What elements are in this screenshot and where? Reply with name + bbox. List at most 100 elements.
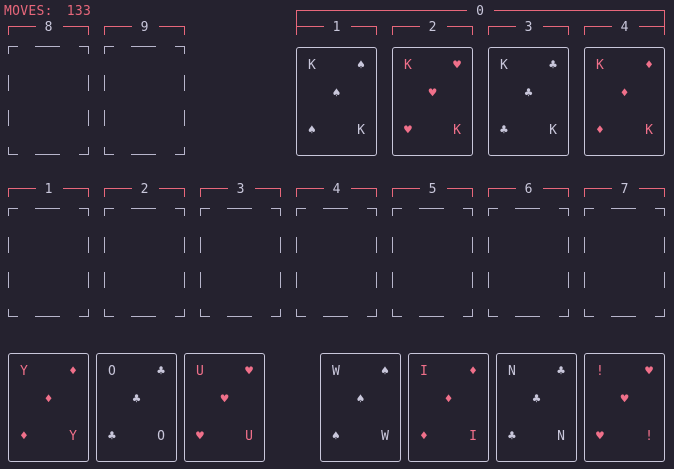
- card-rank-top: K: [308, 58, 316, 73]
- card-rank-top: Y: [20, 364, 28, 379]
- header-line-right: [350, 188, 377, 197]
- moves-counter: MOVES: 133: [4, 4, 91, 19]
- free-slot-header-9: 9: [104, 20, 185, 36]
- header-line-right: [494, 10, 665, 27]
- card-suit-bottom: ♣: [108, 429, 116, 444]
- foundation-card-3[interactable]: K♣♣♣K: [488, 47, 569, 156]
- hand-card-7[interactable]: !♥♥♥!: [584, 353, 665, 462]
- header-line-right: [158, 188, 185, 197]
- slot-outline: [488, 208, 569, 317]
- card-rank-bottom: O: [157, 429, 165, 444]
- card-rank-bottom: N: [557, 429, 565, 444]
- tableau-slot-3[interactable]: [200, 208, 281, 317]
- tableau-slot-7[interactable]: [584, 208, 665, 317]
- hand-card-1[interactable]: Y♦♦♦Y: [8, 353, 89, 462]
- header-line-left: [392, 188, 420, 197]
- header-line-right: [158, 26, 185, 35]
- hand-card-6[interactable]: N♣♣♣N: [496, 353, 577, 462]
- header-line-right: [254, 188, 281, 197]
- header-number: 6: [524, 182, 533, 197]
- header-line-right: [62, 188, 89, 197]
- foundation-header-3: 3: [488, 20, 569, 36]
- card-suit-top: ♠: [357, 58, 365, 73]
- card-suit-top: ♦: [69, 364, 77, 379]
- card-rank-bottom: W: [381, 429, 389, 444]
- header-line-right: [638, 188, 665, 197]
- tableau-header-4: 4: [296, 182, 377, 198]
- foundation-card-2[interactable]: K♥♥♥K: [392, 47, 473, 156]
- header-number: 2: [140, 182, 149, 197]
- slot-outline: [392, 208, 473, 317]
- card-suit-bottom: ♥: [596, 429, 604, 444]
- card-suit-bottom: ♦: [420, 429, 428, 444]
- header-line-left: [200, 188, 228, 197]
- tableau-slot-5[interactable]: [392, 208, 473, 317]
- card-rank-top: O: [108, 364, 116, 379]
- hand-card-5[interactable]: I♦♦♦I: [408, 353, 489, 462]
- tableau-slot-6[interactable]: [488, 208, 569, 317]
- card-suit-bottom: ♦: [596, 123, 604, 138]
- header-line-left: [296, 26, 324, 35]
- header-line-left: [104, 188, 132, 197]
- slot-outline: [296, 208, 377, 317]
- header-line-left: [488, 26, 516, 35]
- card-suit-bottom: ♣: [500, 123, 508, 138]
- free-slot-8[interactable]: [8, 46, 89, 155]
- card-suit-bottom: ♥: [196, 429, 204, 444]
- card-suit-top: ♦: [469, 364, 477, 379]
- foundation-card-1[interactable]: K♠♠♠K: [296, 47, 377, 156]
- header-number: 1: [332, 20, 341, 35]
- card-rank-bottom: K: [549, 123, 557, 138]
- hand-card-2[interactable]: O ♣ ♣ ♣ O: [96, 353, 177, 462]
- header-line-right: [542, 188, 569, 197]
- tableau-slot-2[interactable]: [104, 208, 185, 317]
- header-number: 5: [428, 182, 437, 197]
- hand-card-3[interactable]: U ♥ ♥ ♥ U: [184, 353, 265, 462]
- slot-outline: [104, 208, 185, 317]
- header-number: 1: [44, 182, 53, 197]
- tableau-header-7: 7: [584, 182, 665, 198]
- slot-outline: [200, 208, 281, 317]
- header-line-right: [638, 26, 665, 35]
- card-suit-top: ♣: [157, 364, 165, 379]
- card-rank-top: U: [196, 364, 204, 379]
- card-suit-center: ♣: [132, 392, 141, 407]
- header-number: 2: [428, 20, 437, 35]
- card-suit-top: ♠: [381, 364, 389, 379]
- card-suit-bottom: ♦: [20, 429, 28, 444]
- header-line-left: [8, 26, 36, 35]
- card-suit-bottom: ♥: [404, 123, 412, 138]
- card-suit-center: ♥: [428, 86, 437, 101]
- tableau-header-5: 5: [392, 182, 473, 198]
- card-rank-top: K: [596, 58, 604, 73]
- slot-outline: [8, 208, 89, 317]
- card-suit-top: ♣: [557, 364, 565, 379]
- card-suit-center: ♦: [620, 86, 629, 101]
- card-rank-bottom: K: [357, 123, 365, 138]
- card-suit-center: ♠: [356, 392, 365, 407]
- tableau-slot-4[interactable]: [296, 208, 377, 317]
- card-suit-center: ♥: [220, 392, 229, 407]
- free-slot-9[interactable]: [104, 46, 185, 155]
- header-number: 3: [524, 20, 533, 35]
- card-suit-center: ♦: [444, 392, 453, 407]
- foundation-header-4: 4: [584, 20, 665, 36]
- header-line-right: [446, 188, 473, 197]
- card-suit-top: ♦: [645, 58, 653, 73]
- header-number: 4: [332, 182, 341, 197]
- foundation-card-4[interactable]: K♦♦♦K: [584, 47, 665, 156]
- header-line-left: [104, 26, 132, 35]
- card-suit-top: ♥: [245, 364, 253, 379]
- card-rank-bottom: U: [245, 429, 253, 444]
- hand-card-4[interactable]: W♠♠♠W: [320, 353, 401, 462]
- header-line-left: [392, 26, 420, 35]
- card-rank-bottom: !: [645, 429, 653, 444]
- card-rank-bottom: I: [469, 429, 477, 444]
- moves-label: MOVES:: [4, 4, 53, 19]
- tableau-slot-1[interactable]: [8, 208, 89, 317]
- tableau-header-6: 6: [488, 182, 569, 198]
- header-line-right: [62, 26, 89, 35]
- card-suit-bottom: ♠: [308, 123, 316, 138]
- slot-outline: [104, 46, 185, 155]
- moves-value: 133: [66, 4, 92, 19]
